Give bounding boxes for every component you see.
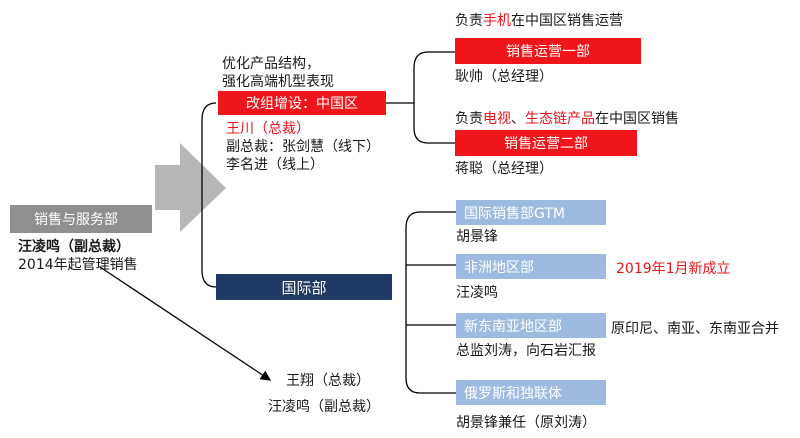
china-vp-line1: 副总裁：张剑慧（线下） — [226, 139, 380, 155]
intl-unit-1-note: 2019年1月新成立 — [616, 261, 731, 277]
bracket-intl — [405, 211, 421, 394]
root-head: 汪凌鸣（副总裁） — [18, 239, 130, 255]
intl-unit-0-person: 胡景锋 — [456, 229, 498, 245]
intl-unit-2-person: 总监刘涛，向石岩汇报 — [456, 343, 596, 359]
intl-unit-1-person: 汪凌鸣 — [456, 285, 498, 301]
china-box: 改组增设：中国区 — [218, 91, 386, 115]
dept1-responsibility: 负责手机在中国区销售运营 — [455, 12, 623, 30]
intl-unit-3-box: 俄罗斯和独联体 — [456, 380, 606, 405]
big-arrow-icon — [155, 143, 226, 232]
dept1-box: 销售运营一部 — [455, 38, 641, 64]
dept2-resp-sep: 、 — [511, 111, 525, 127]
root-note: 2014年起管理销售 — [18, 257, 138, 273]
china-vp-line2: 李名进（线上） — [226, 157, 324, 173]
bottom-line2: 汪凌鸣（副总裁） — [268, 399, 380, 415]
intl-unit-3-person: 胡景锋兼任（原刘涛） — [456, 415, 596, 431]
dept2-resp-highlight1: 电视 — [483, 111, 511, 127]
dept2-manager: 蒋聪（总经理） — [455, 161, 553, 177]
dept1-resp-highlight: 手机 — [483, 13, 511, 29]
intl-box: 国际部 — [216, 274, 392, 300]
dept2-resp-suffix: 在中国区销售 — [595, 111, 679, 127]
root-box: 销售与服务部 — [10, 205, 152, 233]
dept2-resp-highlight2: 生态链产品 — [525, 111, 595, 127]
intl-unit-1-box: 非洲地区部 — [456, 254, 606, 279]
bracket-china — [413, 51, 429, 144]
bracket-main — [201, 102, 217, 288]
intl-unit-2-note: 原印尼、南亚、东南亚合并 — [611, 321, 779, 337]
china-president: 王川（总裁） — [226, 121, 310, 137]
china-desc-line2: 强化高端机型表现 — [222, 74, 334, 90]
dept1-resp-prefix: 负责 — [455, 13, 483, 29]
dept2-box: 销售运营二部 — [455, 130, 637, 156]
diagonal-arrow — [99, 266, 272, 381]
intl-unit-2-box: 新东南亚地区部 — [456, 313, 606, 338]
intl-unit-0-box: 国际销售部GTM — [456, 200, 606, 225]
dept2-resp-prefix: 负责 — [455, 111, 483, 127]
bottom-line1: 王翔（总裁） — [286, 373, 370, 389]
dept1-resp-suffix: 在中国区销售运营 — [511, 13, 623, 29]
dept2-responsibility: 负责电视、生态链产品在中国区销售 — [455, 110, 679, 128]
dept1-manager: 耿帅（总经理） — [455, 69, 553, 85]
china-desc-line1: 优化产品结构， — [222, 56, 320, 72]
